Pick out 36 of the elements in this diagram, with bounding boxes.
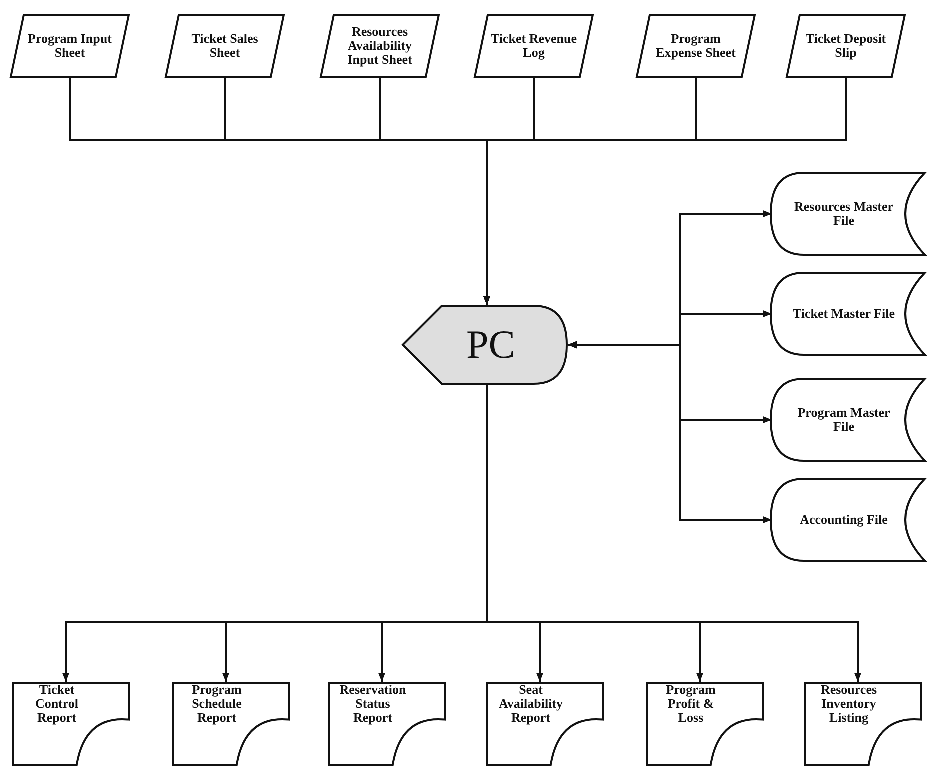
node-label: Program Expense Sheet (655, 32, 737, 60)
node-label: Resources Inventory Listing (820, 683, 878, 725)
document-shape (172, 682, 290, 766)
node-label: Program Master File (796, 406, 892, 434)
manual-input-shape (320, 14, 440, 78)
node-label: Seat Availability Report (498, 683, 564, 725)
node-label: Program Input Sheet (27, 32, 113, 60)
manual-input-shape (165, 14, 285, 78)
document-shape (804, 682, 922, 766)
node-label: Ticket Deposit Slip (804, 32, 888, 60)
stored-data-shape (770, 378, 926, 462)
node-label: Ticket Master File (792, 307, 896, 321)
stored-data-shape (770, 272, 926, 356)
connector-arrow (568, 341, 772, 524)
manual-input-shape (786, 14, 906, 78)
document-shape (12, 682, 130, 766)
document-shape (646, 682, 764, 766)
node-label: Resources Availability Input Sheet (346, 25, 414, 67)
node-label: Program Schedule Report (191, 683, 243, 725)
stored-data-shape (770, 172, 926, 256)
node-label: PC (466, 325, 516, 365)
display-shape (402, 305, 568, 385)
manual-input-shape (10, 14, 130, 78)
node-label: Program Profit & Loss (665, 683, 717, 725)
stored-data-shape (770, 478, 926, 562)
connector-arrow (483, 78, 847, 305)
document-shape (328, 682, 446, 766)
node-label: Reservation Status Report (338, 683, 408, 725)
node-label: Accounting File (800, 513, 888, 527)
node-label: Ticket Revenue Log (490, 32, 578, 60)
node-label: Ticket Control Report (34, 683, 80, 725)
node-label: Ticket Sales Sheet (190, 32, 260, 60)
document-shape (486, 682, 604, 766)
manual-input-shape (636, 14, 756, 78)
node-label: Resources Master File (793, 200, 895, 228)
manual-input-shape (474, 14, 594, 78)
